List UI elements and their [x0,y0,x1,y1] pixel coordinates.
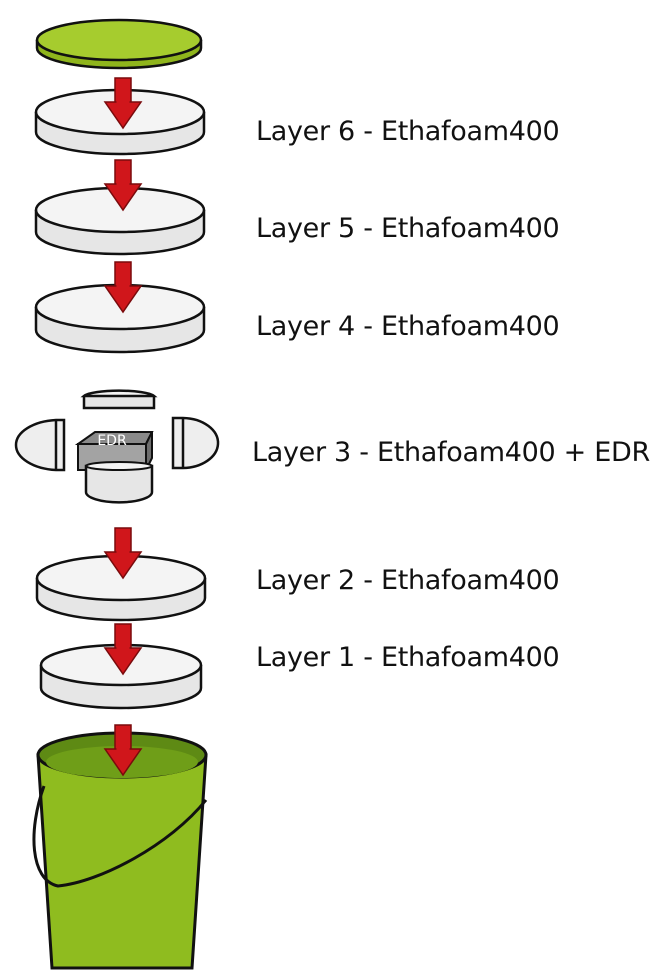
layer-6-label: Layer 6 - Ethafoam400 [256,116,560,147]
layer-3-left-piece [14,418,66,472]
layer-3-right-piece [171,416,220,470]
layer-3-assembly: EDR [14,389,220,504]
bucket-lid [35,18,203,70]
layer-3-top-piece [80,389,158,410]
layer-5-disc [34,186,206,256]
layer-2-disc [35,554,207,622]
layer-4-label: Layer 4 - Ethafoam400 [256,311,560,342]
bucket-handle [32,785,208,888]
layer-2-label: Layer 2 - Ethafoam400 [256,565,560,596]
layer-5-label: Layer 5 - Ethafoam400 [256,213,560,244]
edr-label: EDR [97,433,127,449]
layer-3-label: Layer 3 - Ethafoam400 + EDR [252,437,650,468]
layer-1-label: Layer 1 - Ethafoam400 [256,642,560,673]
layer-3-bottom-piece [84,461,154,504]
